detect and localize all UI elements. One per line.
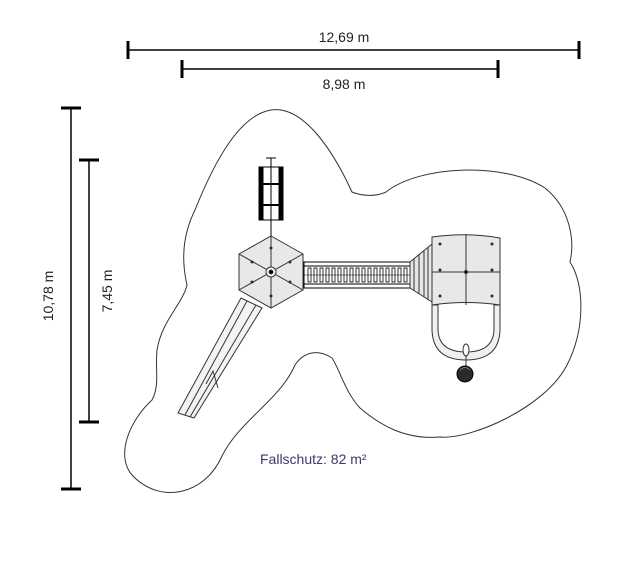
bridge-rung xyxy=(319,267,324,283)
bridge-rung xyxy=(343,267,348,283)
platform-tower xyxy=(431,234,501,306)
bridge-rung xyxy=(349,267,354,283)
bridge-rung xyxy=(307,267,312,283)
bridge-rung xyxy=(331,267,336,283)
slide xyxy=(177,297,263,419)
bridge-rung xyxy=(373,267,378,283)
net-bridge xyxy=(303,261,413,289)
safety-area-label: Fallschutz: 82 m² xyxy=(260,451,367,467)
overall-height-label: 10,78 m xyxy=(40,271,56,322)
bridge-rung xyxy=(403,267,408,283)
bridge-rung xyxy=(367,267,372,283)
safety-area-outline xyxy=(124,109,582,493)
bridge-rung xyxy=(361,267,366,283)
bridge-rung xyxy=(385,267,390,283)
dimension-inner-height xyxy=(79,158,99,424)
hexagon-tower xyxy=(238,235,304,309)
ramp xyxy=(409,242,433,303)
bridge-rung xyxy=(313,267,318,283)
arch-swing xyxy=(431,304,501,383)
ladder-structure xyxy=(258,157,284,240)
dimension-inner-width xyxy=(180,60,500,78)
bridge-rung xyxy=(391,267,396,283)
bridge-rung xyxy=(397,267,402,283)
bridge-rung xyxy=(325,267,330,283)
inner-width-label: 8,98 m xyxy=(323,76,366,92)
bridge-rung xyxy=(379,267,384,283)
overall-width-label: 12,69 m xyxy=(319,29,370,45)
dimension-overall-width xyxy=(126,41,581,59)
bridge-rung xyxy=(355,267,360,283)
bridge-rung xyxy=(337,267,342,283)
inner-height-label: 7,45 m xyxy=(99,270,115,313)
dimension-overall-height xyxy=(61,106,81,491)
